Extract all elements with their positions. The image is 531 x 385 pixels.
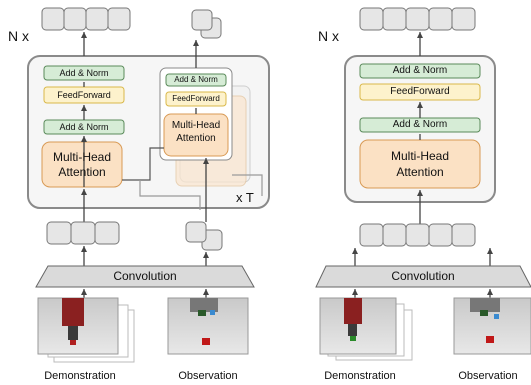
- add-norm-top-left-label: Add & Norm: [59, 68, 109, 78]
- attention-inner-label-2: Attention: [176, 133, 216, 144]
- add-norm-top-right-label: Add & Norm: [392, 65, 448, 76]
- input-token-stack-left: [185, 221, 223, 251]
- add-norm-top-left: [43, 65, 125, 81]
- output-tokens-left: [41, 7, 131, 31]
- input-tokens-left: [46, 221, 120, 245]
- demonstration-frames-left: [37, 297, 135, 363]
- attention-left: [41, 141, 123, 188]
- attention-right-label-1: Multi-Head: [390, 149, 450, 163]
- output-tokens-right: [359, 7, 476, 31]
- observation-frames-left: [167, 297, 249, 355]
- input-tokens-right: [359, 223, 476, 247]
- add-norm-top-right: [359, 63, 481, 79]
- convolution-label-left: Convolution: [113, 269, 177, 283]
- convolution-block-left: [35, 265, 255, 288]
- caption-observation-left: Observation: [178, 370, 238, 382]
- attention-right-label-2: Attention: [396, 165, 444, 179]
- convolution-block-right: [315, 265, 531, 288]
- feedforward-right: [359, 83, 481, 101]
- feedforward-right-label: FeedForward: [390, 86, 450, 97]
- add-norm-inner-label: Add & Norm: [174, 75, 218, 84]
- repeat-label-right: N x: [318, 28, 339, 44]
- caption-observation-right: Observation: [458, 370, 518, 382]
- feedforward-left-label: FeedForward: [57, 90, 111, 100]
- output-token-stack-left: [191, 9, 222, 39]
- observation-frames-right: [453, 297, 531, 355]
- convolution-label-right: Convolution: [391, 269, 455, 283]
- add-norm-bottom-right-label: Add & Norm: [392, 119, 448, 130]
- repeat-label-left: N x: [8, 28, 29, 44]
- add-norm-bottom-left-label: Add & Norm: [59, 122, 109, 132]
- add-norm-inner: [165, 73, 227, 87]
- loop-label: x T: [236, 190, 254, 205]
- feedforward-inner-label: FeedForward: [172, 94, 220, 103]
- attention-inner-label-1: Multi-Head: [171, 120, 221, 131]
- attention-left-label-1: Multi-Head: [52, 150, 112, 164]
- caption-demonstration-left: Demonstration: [44, 370, 116, 382]
- demonstration-frames-right: [319, 297, 413, 361]
- caption-demonstration-right: Demonstration: [324, 370, 396, 382]
- attention-left-label-2: Attention: [58, 165, 106, 179]
- feedforward-inner: [165, 91, 227, 107]
